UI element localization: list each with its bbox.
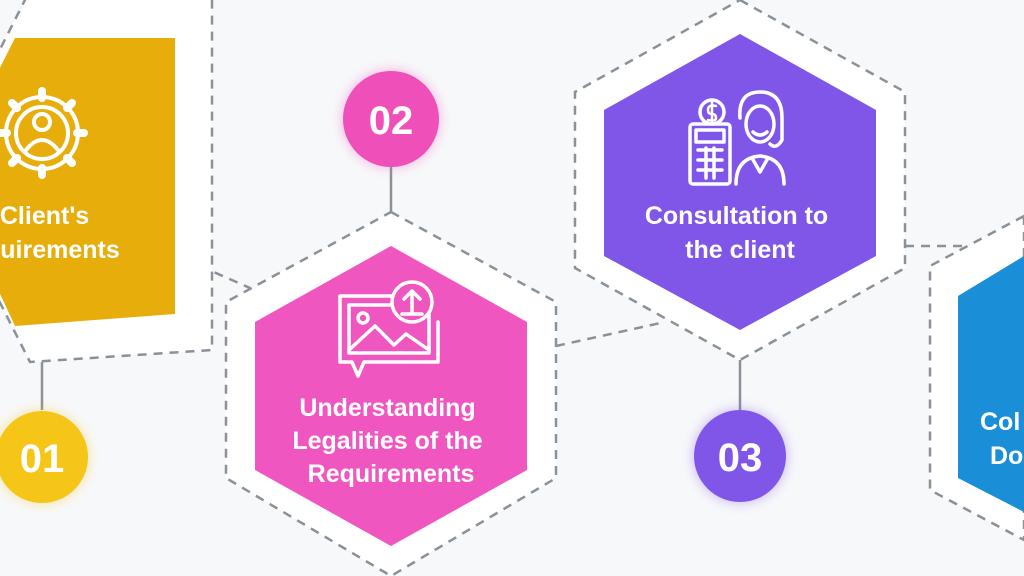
step-2-label-line-3: Requirements [308,460,475,488]
step-3-label-line-1: Consultation to [645,202,828,230]
step-4: Col Do [928,214,1024,542]
image-upload-icon [338,280,440,378]
step-4-hexagon [958,256,1024,512]
step-3-badge [694,410,786,502]
step-1-label-line-2: uirements [0,236,119,264]
step-1-badge [0,411,88,503]
step-4-label-line-2: Do [990,442,1023,470]
step-3-label-line-2: the client [685,236,795,264]
step-1-hexagon [0,38,175,326]
step-2-label-line-1: Understanding [299,394,475,422]
step-2-hexagon [255,246,527,546]
connector-2-3 [555,320,666,348]
step-1-label: Client's uirements [0,202,120,264]
step-1: Client's uirements 01 [0,0,214,503]
step-2-label: Understanding Legalities of the Requirem… [292,394,489,488]
step-3-number: 03 [718,436,763,480]
consultant-calculator-icon [688,90,786,186]
step-2-badge [343,71,439,167]
gear-person-icon [0,87,88,179]
step-2-number: 02 [369,99,414,143]
step-4-label: Col Do [980,408,1024,470]
step-4-label-line-1: Col [980,408,1020,436]
step-3-label: Consultation to the client [645,202,835,264]
step-1-number: 01 [20,437,65,481]
step-2: 02 Understanding Legalities of the Requi… [224,71,558,576]
step-3-hexagon [604,34,876,330]
step-3: Consultation to the client 03 [573,0,907,502]
step-1-label-line-1: Client's [0,202,89,230]
step-2-label-line-2: Legalities of the [292,427,482,455]
